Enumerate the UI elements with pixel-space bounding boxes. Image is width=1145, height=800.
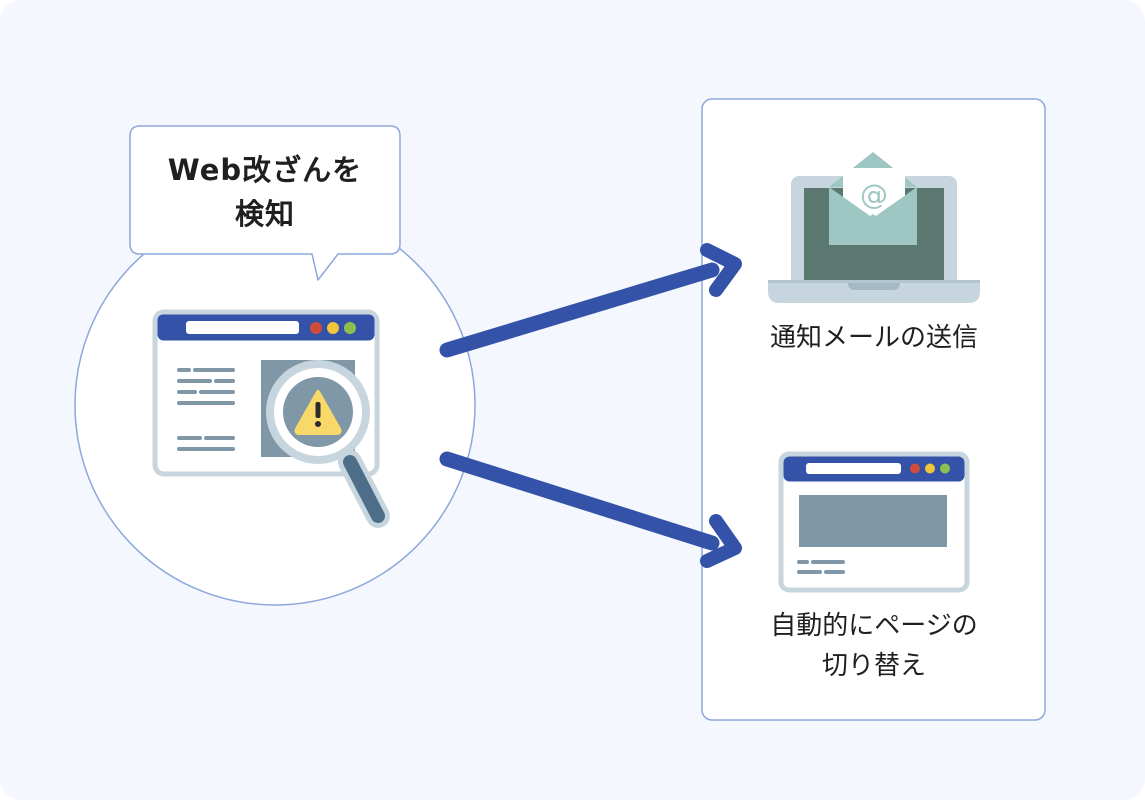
laptop-email-icon: @ [768, 152, 980, 303]
switch-label-line2: 切り替え [821, 651, 926, 681]
browser-page-icon [778, 451, 970, 593]
switch-label-line1: 自動的にページの [770, 611, 978, 641]
arrow-to-page-switch [439, 451, 742, 568]
arrow-to-mail [439, 243, 742, 358]
speech-bubble [129, 125, 401, 281]
detect-bubble-label: Web改ざんを 検知 [130, 148, 400, 236]
detect-bubble-line2: 検知 [234, 197, 295, 231]
svg-text:@: @ [860, 178, 888, 211]
mail-action-label: 通知メールの送信 [769, 323, 978, 353]
switch-action-label: 自動的にページの 切り替え [702, 606, 1046, 686]
detect-bubble-line1: Web改ざんを [167, 153, 363, 187]
browser-with-magnifier-warning-icon [152, 309, 390, 528]
